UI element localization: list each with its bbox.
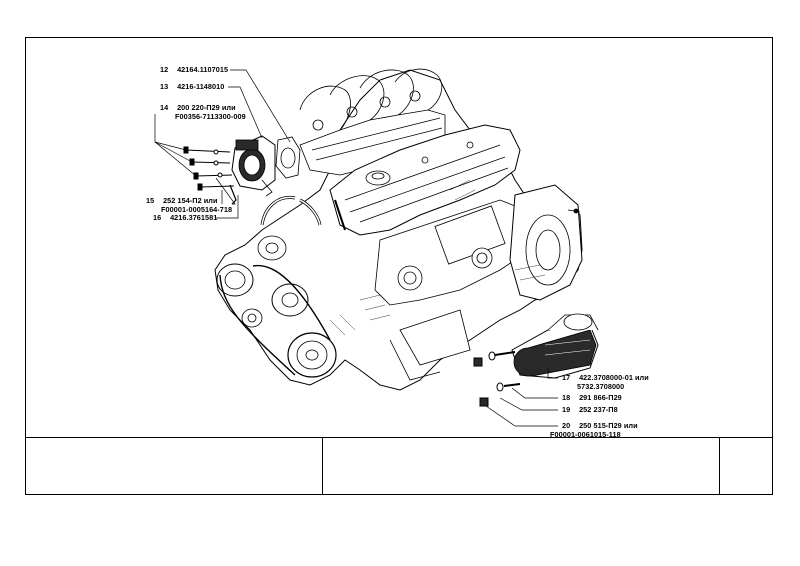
- leader-17: [547, 368, 558, 379]
- leader-20: [485, 405, 558, 427]
- callout-code: 252 237-П8: [579, 405, 618, 414]
- starter-studs: [473, 351, 521, 407]
- valve-cover: [329, 124, 521, 236]
- leader-15: [215, 177, 236, 205]
- callout-code: 422.3708000-01 или: [579, 373, 649, 382]
- callout-19: 19 252 237-П8: [562, 405, 618, 415]
- pulleys-belt: [216, 235, 337, 378]
- callout-alt-code: F00356-7113300-009: [175, 111, 246, 121]
- leader-19: [499, 397, 558, 411]
- leader-lines: [154, 69, 558, 427]
- callout-13: 13 4216-1148010: [160, 82, 225, 92]
- throttle-body-assembly: [183, 135, 301, 205]
- throttle-sensor: [229, 184, 237, 205]
- starter-assembly: [473, 313, 599, 407]
- callout-20: 20 250 515-П29 или F00001-0061015-118: [550, 421, 638, 439]
- callout-17: 17 422.3708000-01 или 5732.3708000: [562, 373, 649, 391]
- cylinder-block: [374, 199, 531, 381]
- callout-number: 19: [562, 405, 571, 414]
- callout-number: 17: [562, 373, 571, 382]
- engine-shading: [329, 179, 546, 336]
- callout-number: 15: [146, 196, 155, 205]
- callout-number: 16: [153, 213, 162, 222]
- throttle-bolts: [183, 146, 235, 191]
- hoses: [260, 195, 346, 231]
- leader-16: [215, 195, 239, 219]
- callout-code: 252 154-П2 или: [163, 196, 218, 205]
- callout-number: 14: [160, 103, 169, 112]
- engine-assembly: [214, 68, 583, 391]
- title-block-divider-1: [322, 438, 323, 494]
- leader-12: [230, 69, 291, 143]
- callout-code: 4216.3761581: [170, 213, 218, 222]
- callout-alt-code: F00001-0061015-118: [550, 429, 621, 439]
- callout-number: 20: [562, 421, 571, 430]
- callout-18: 18 291 866-П29: [562, 393, 622, 403]
- leader-13: [228, 86, 263, 139]
- callout-15: 15 252 154-П2 или F00001-0005164-718: [146, 196, 233, 214]
- title-block-divider-2: [719, 438, 720, 494]
- throttle-body: [231, 135, 276, 197]
- intake-manifold: [299, 68, 446, 176]
- flywheel-housing: [509, 184, 583, 301]
- starter-motor: [511, 313, 599, 379]
- callout-16: 16 4216.3761581: [153, 213, 218, 223]
- callout-code: 291 866-П29: [579, 393, 622, 402]
- callout-code: 4216-1148010: [177, 82, 225, 91]
- title-block: [26, 437, 772, 494]
- callout-number: 13: [160, 82, 169, 91]
- callout-number: 18: [562, 393, 571, 402]
- throttle-gasket: [275, 136, 301, 179]
- drawing-frame: [25, 37, 773, 495]
- callout-alt-code: F00001-0005164-718: [161, 204, 233, 214]
- callout-code: 200 220-П29 или: [177, 103, 236, 112]
- callout-14: 14 200 220-П29 или F00356-7113300-009: [160, 103, 246, 121]
- leader-18: [511, 387, 558, 399]
- callout-alt-code: 5732.3708000: [577, 381, 625, 391]
- callout-number: 12: [160, 65, 169, 74]
- callout-code: 250 515-П29 или: [579, 421, 638, 430]
- callout-12: 12 42164.1107015: [160, 65, 229, 75]
- callout-code: 42164.1107015: [177, 65, 229, 74]
